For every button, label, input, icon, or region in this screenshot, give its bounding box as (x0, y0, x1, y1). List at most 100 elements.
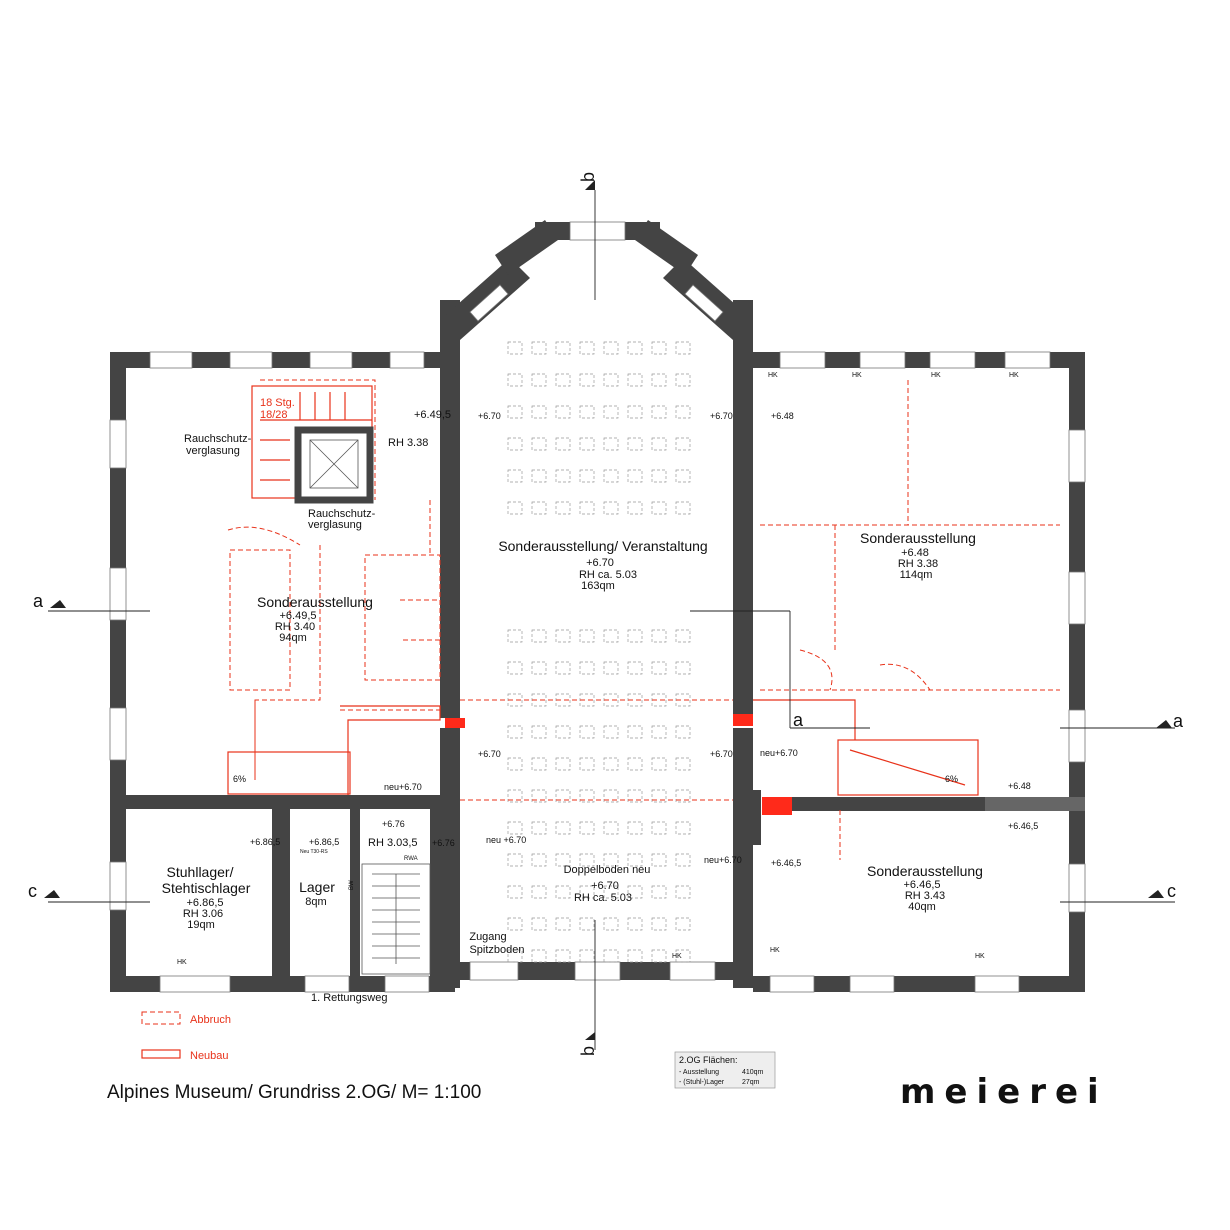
seat-placeholder (675, 661, 691, 675)
seat-placeholder (555, 437, 571, 451)
seat-placeholder (555, 789, 571, 803)
seat-placeholder (651, 789, 667, 803)
stairs-count: 18 Stg. (260, 397, 295, 409)
seat-placeholder (579, 757, 595, 771)
zugang-line2: Spitzboden (469, 944, 524, 956)
seat-placeholder (651, 437, 667, 451)
room-hall-level: +6.70 (586, 557, 614, 569)
room-doppelboden-name: Doppelboden neu (564, 864, 651, 876)
seat-placeholder (603, 917, 619, 931)
seat-placeholder (603, 661, 619, 675)
seat-placeholder (627, 437, 643, 451)
seat-placeholder (531, 437, 547, 451)
lvl-6495: +6.49,5 (414, 409, 451, 421)
hk-se1: HK (770, 947, 780, 954)
seat-placeholder (651, 405, 667, 419)
seat-placeholder (555, 917, 571, 931)
section-b-top: b (578, 172, 598, 182)
seat-placeholder (507, 757, 523, 771)
rh-3035: RH 3.03,5 (368, 837, 418, 849)
seat-placeholder (675, 437, 691, 451)
seat-placeholder (531, 821, 547, 835)
room-east-name: Sonderausstellung (860, 530, 976, 546)
seat-placeholder (579, 501, 595, 515)
seat-placeholder (675, 469, 691, 483)
seat-placeholder (531, 341, 547, 355)
seat-placeholder (531, 725, 547, 739)
bw-label: BW (349, 880, 355, 890)
hk-sw: HK (177, 959, 187, 966)
seat-placeholder (507, 917, 523, 931)
hk-s: HK (672, 953, 682, 960)
seat-placeholder (651, 629, 667, 643)
room-east-area: 114qm (900, 569, 933, 581)
seat-placeholder (507, 469, 523, 483)
seat-placeholder (627, 821, 643, 835)
room-doppelboden-rh: RH ca. 5.03 (574, 892, 632, 904)
seat-placeholder (675, 341, 691, 355)
room-stuhllager-name2: Stehtischlager (162, 880, 251, 896)
seat-placeholder (531, 885, 547, 899)
seat-placeholder (531, 917, 547, 931)
seat-placeholder (579, 341, 595, 355)
seat-placeholder (579, 725, 595, 739)
area-heading: 2.OG Flächen: (679, 1055, 738, 1065)
lvl-6865-b: +6.86,5 (250, 837, 280, 847)
seat-placeholder (579, 789, 595, 803)
seat-placeholder (555, 405, 571, 419)
seat-placeholder (507, 853, 523, 867)
lvl-6465-b: +6.46,5 (771, 858, 801, 868)
seat-placeholder (627, 501, 643, 515)
pct-west: 6% (233, 774, 246, 784)
section-b-bottom: b (578, 1046, 598, 1056)
room-east-rh: RH 3.38 (898, 558, 938, 570)
room-west-name: Sonderausstellung (257, 594, 373, 610)
seat-placeholder (555, 885, 571, 899)
seat-placeholder (531, 757, 547, 771)
staircase (361, 863, 431, 975)
rwa-label: RWA (404, 856, 418, 862)
seat-placeholder (675, 405, 691, 419)
seat-placeholder (579, 661, 595, 675)
seat-placeholder (627, 661, 643, 675)
seat-placeholder (555, 629, 571, 643)
seat-placeholder (675, 501, 691, 515)
pct-east: 6% (945, 774, 958, 784)
seat-placeholder (603, 405, 619, 419)
seat-placeholder (507, 629, 523, 643)
seat-placeholder (579, 469, 595, 483)
hk-ne2: HK (852, 372, 862, 379)
seat-placeholder (603, 789, 619, 803)
seat-placeholder (555, 341, 571, 355)
seat-placeholder (651, 661, 667, 675)
neu-670-c: neu +6.70 (486, 835, 526, 845)
seat-placeholder (507, 501, 523, 515)
room-stuhllager-level: +6.86,5 (186, 897, 223, 909)
seat-placeholder (651, 917, 667, 931)
seat-placeholder (675, 789, 691, 803)
area-row-2-value: 27qm (742, 1079, 760, 1086)
seat-placeholder (555, 661, 571, 675)
legend-neubau: Neubau (190, 1050, 229, 1062)
walls (109, 220, 1086, 993)
seat-placeholder (531, 949, 547, 963)
area-row-2-label: - (Stuhl-)Lager (679, 1079, 725, 1086)
seat-placeholder (675, 853, 691, 867)
room-stuhllager-name1: Stuhllager/ (167, 864, 234, 880)
rh-338-west: RH 3.38 (388, 437, 428, 449)
area-row-1-value: 410qm (742, 1069, 764, 1076)
area-summary: 2.OG Flächen: - Ausstellung 410qm - (Stu… (674, 1051, 776, 1089)
seat-placeholder (579, 373, 595, 387)
smoke-glass-2b: verglasung (308, 519, 362, 531)
room-stuhllager-area: 19qm (187, 919, 215, 931)
neu-670-d: neu+6.70 (704, 855, 742, 865)
seat-placeholder (579, 885, 595, 899)
seat-placeholder (507, 341, 523, 355)
seat-placeholder (603, 949, 619, 963)
seat-placeholder (579, 629, 595, 643)
seat-placeholder (603, 757, 619, 771)
seat-placeholder (627, 405, 643, 419)
neu-670-b: neu+6.70 (384, 782, 422, 792)
seat-placeholder (603, 853, 619, 867)
